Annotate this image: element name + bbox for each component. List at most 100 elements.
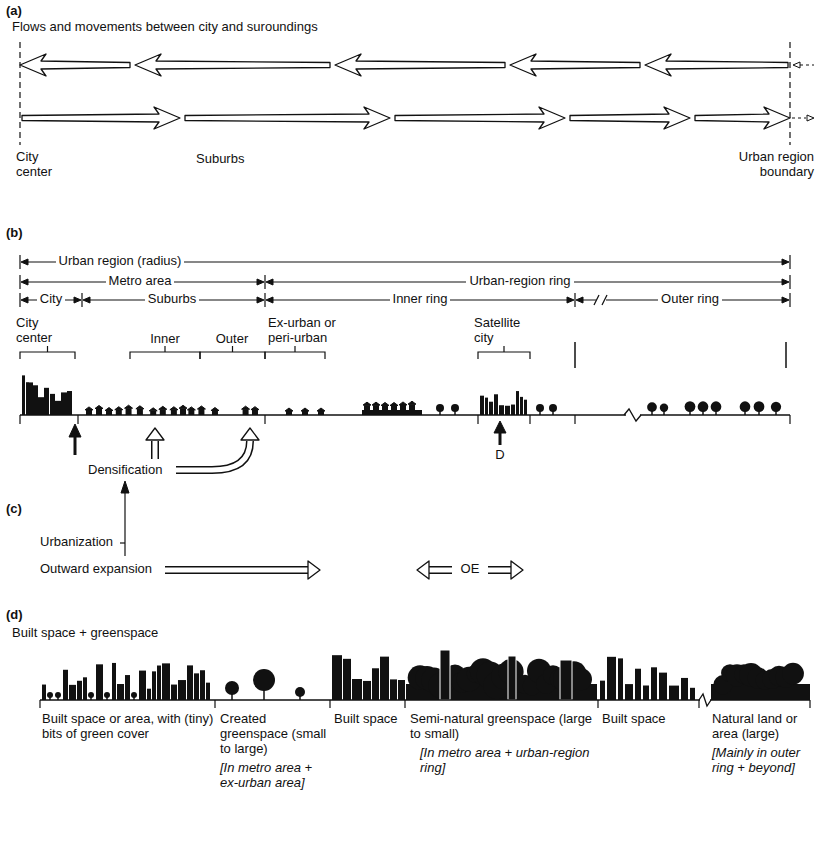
building [382,405,388,415]
building [152,671,156,700]
zone-label: Inner [150,332,180,347]
building [137,409,143,415]
canopy [570,668,592,690]
building [96,408,102,415]
building [178,680,186,700]
building [77,681,82,700]
building [33,385,38,415]
building [160,409,166,415]
arrowhead [567,297,574,303]
expansion-arrow [165,568,308,573]
house-roof [197,406,205,409]
tick-mark [19,275,20,289]
arrowhead [782,279,789,285]
building [63,670,68,700]
flow-arrow [395,107,565,129]
tree-crown [740,401,751,412]
house-roof [211,408,219,411]
house-roof [399,402,407,405]
arrowhead [257,279,264,285]
arrowhead [257,297,264,303]
building [42,685,46,700]
densification-arrow [176,441,250,470]
building [22,375,25,415]
flow-arrow [335,54,505,76]
tick-mark [214,700,215,708]
panel-letter: (d) [6,608,23,623]
densification-arrow [499,432,502,445]
building [400,405,406,415]
expansion-arrow [165,566,308,574]
process-label: Outward expansion [40,562,152,577]
building [38,397,44,415]
tick-mark [264,293,265,307]
process-label: OE [461,562,480,577]
building [171,685,177,700]
building [116,410,122,415]
land-type-label: Built space or area, with (tiny) bits of… [42,712,214,742]
building [651,667,657,700]
building [112,663,116,700]
tick-mark [19,255,20,269]
expansion-arrow [308,561,320,579]
tick-mark [809,700,810,708]
arrowhead [793,62,800,68]
expansion-arrow [488,566,511,574]
building [364,405,370,415]
building [635,669,641,700]
location-note: [Mainly in outer ring + beyond] [712,746,814,776]
flow-arrow [510,54,640,76]
tree-crown [660,404,668,412]
flow-arrow [645,54,788,76]
tree-crown [771,402,781,412]
dimension-label: Inner ring [390,292,451,307]
zone-bracket [265,352,325,359]
location-note: [In metro area + urban-region ring] [420,746,598,776]
building [508,656,516,700]
building [607,657,616,700]
zone-label: Outer [216,332,249,347]
building [669,686,679,700]
building [600,681,605,700]
densification-arrow [494,421,506,433]
canopy [782,663,804,685]
building [96,664,103,700]
region-edge [789,42,790,145]
building [499,405,504,415]
building [252,410,258,415]
building [390,679,397,700]
flow-arrow [20,54,130,76]
arrowhead [21,279,28,285]
tick-mark [404,700,405,708]
zone-bracket [294,346,295,352]
land-type-label: Built space [602,712,697,727]
tick-mark [477,415,478,424]
building [560,660,572,700]
house-roof [242,406,250,409]
house-roof [136,406,144,409]
house-roof [115,407,123,410]
flow-arrow [800,64,814,65]
axis-label: Urban region boundary [730,150,814,180]
building [391,405,397,415]
tick-mark [789,255,790,269]
tick-mark [789,275,790,289]
tree-trunk [263,690,265,700]
dimension-label: City [37,292,65,307]
house-roof [381,402,389,405]
tree-crown [131,692,137,698]
zone-bracket [47,346,48,352]
zone-bracket [130,352,200,359]
zone-bracket [232,346,233,352]
building [125,675,130,700]
break-gap [596,294,606,306]
building [188,410,194,415]
building [659,673,667,700]
expansion-arrow [488,568,511,573]
zone-label: City center [16,316,68,346]
densification-arrow [74,436,77,455]
building [352,679,362,700]
tree-crown [295,687,305,697]
house-roof [390,402,398,405]
house-roof [285,408,293,411]
